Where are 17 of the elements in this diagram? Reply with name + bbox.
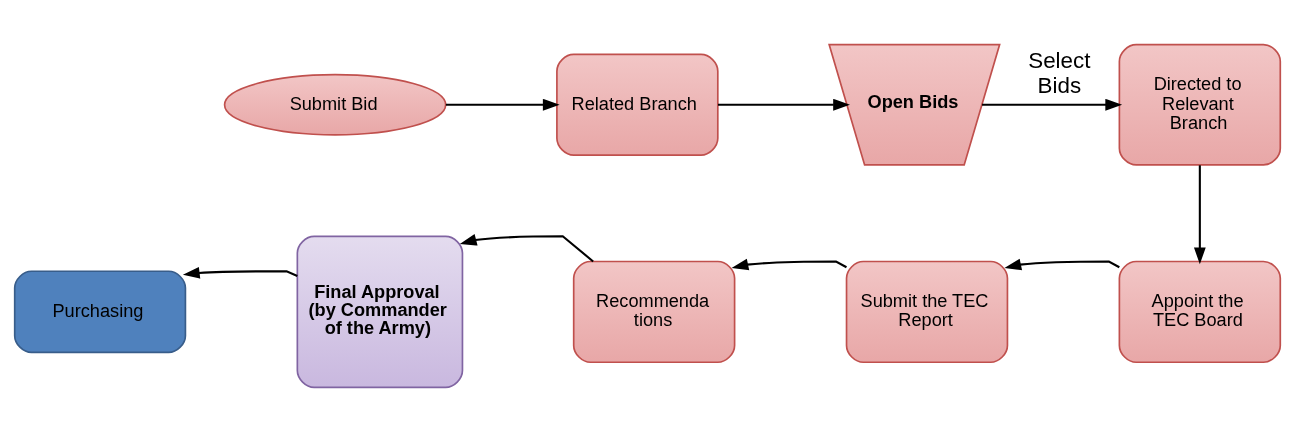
node-box: Related Branch xyxy=(556,53,719,156)
arrow xyxy=(718,98,850,111)
node-ellipse: Submit Bid xyxy=(223,73,447,136)
arrow xyxy=(731,258,847,271)
node-box: Directed to Relevant Branch xyxy=(1118,43,1282,166)
node-box: Submit the TEC Report xyxy=(845,260,1009,364)
arrow xyxy=(982,98,1123,111)
node-box: Appoint the TEC Board xyxy=(1118,260,1282,364)
edge-label: Select Bids xyxy=(1028,48,1091,99)
node-box: Recommenda tions xyxy=(572,260,736,364)
arrow xyxy=(459,234,594,263)
node-box: Final Approval (by Commander of the Army) xyxy=(296,235,464,389)
arrow xyxy=(1193,165,1206,265)
arrow xyxy=(1004,258,1120,271)
arrow xyxy=(445,98,560,111)
node-box: Purchasing xyxy=(13,270,187,354)
arrow xyxy=(182,267,298,279)
